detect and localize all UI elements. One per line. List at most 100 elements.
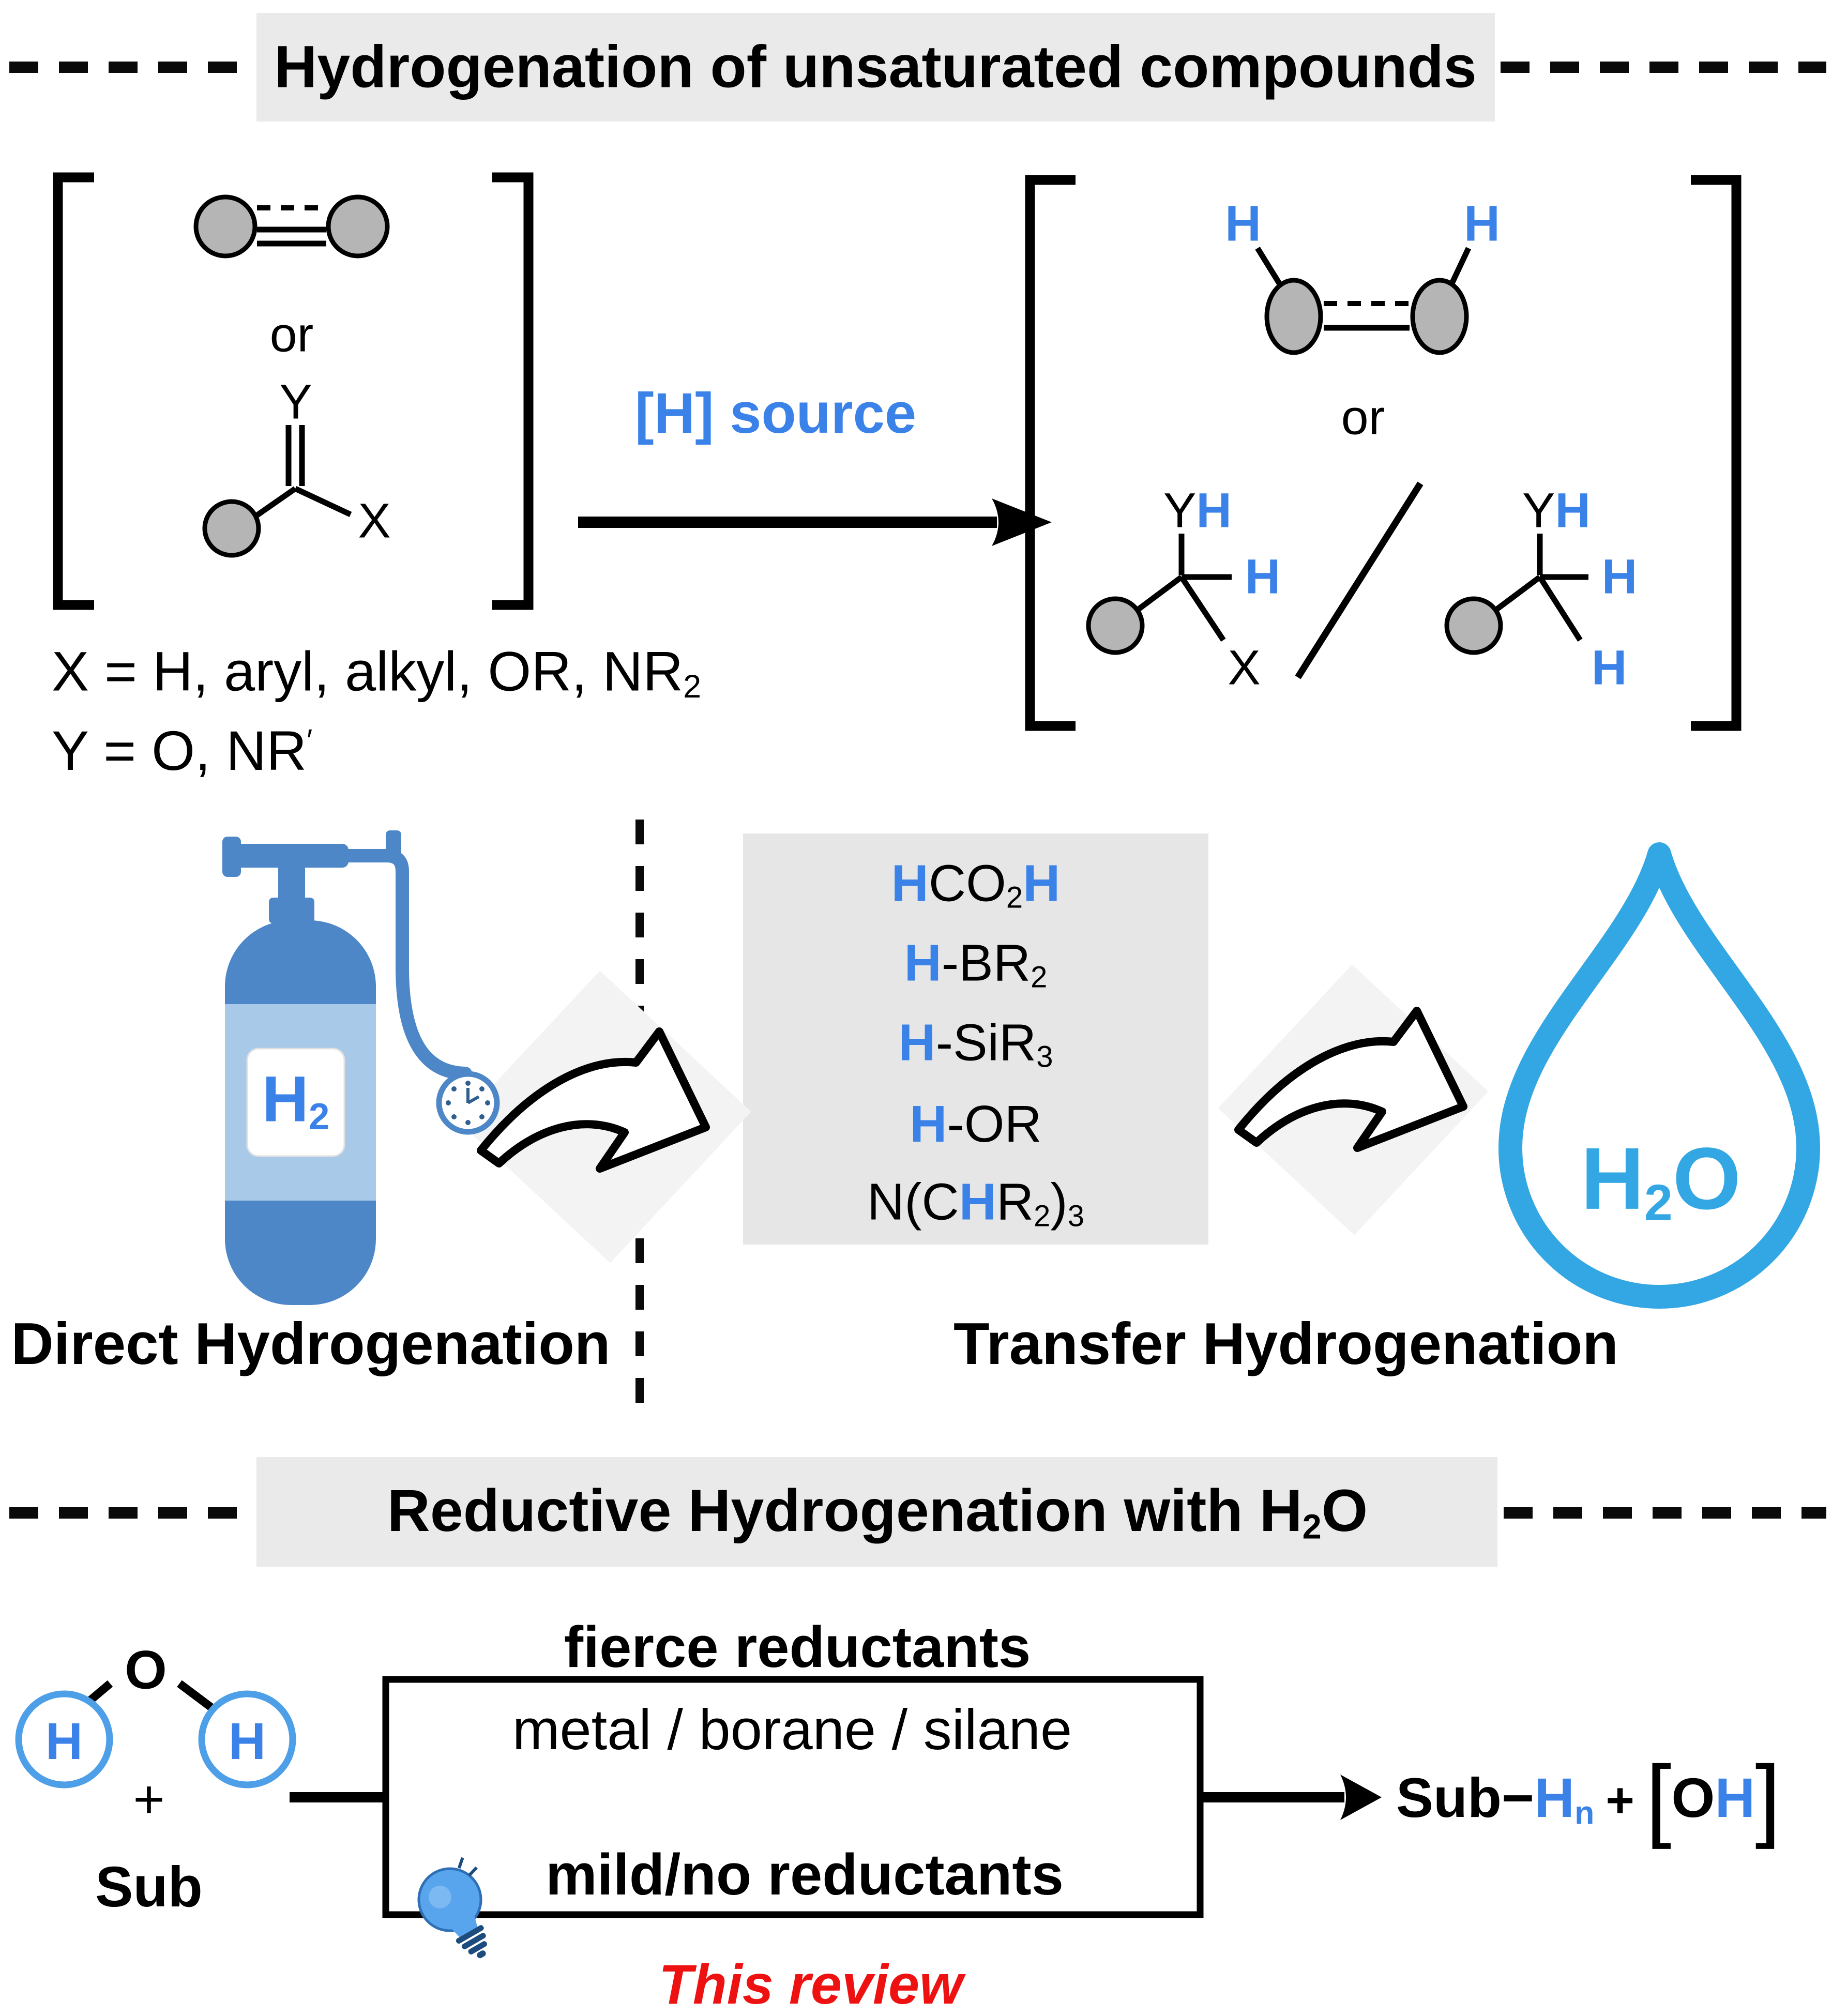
product-h-label: H xyxy=(1591,640,1627,695)
product-bracket-right xyxy=(1691,175,1742,731)
silane-sub: 3 xyxy=(1036,1040,1053,1074)
product-alkane-structure xyxy=(1255,247,1471,355)
hydride-source-silane: H-SiR3 xyxy=(899,1017,1053,1072)
x-substituents-text: X = H, aryl, alkyl, OR, NR xyxy=(52,640,684,703)
hydride-source-formic: HCO2H xyxy=(891,858,1061,913)
mild-no-reductants-label: mild/no reductants xyxy=(546,1842,1064,1907)
cylinder-h2-label: H2 xyxy=(262,1067,330,1135)
y-atom-label: Y xyxy=(1163,483,1197,538)
eq-rbracket: ] xyxy=(1755,1746,1781,1850)
reactant-bracket-left xyxy=(53,172,94,610)
metal-borane-silane-label: metal / borane / silane xyxy=(512,1698,1072,1762)
bottom-title-sub: 2 xyxy=(1302,1508,1322,1547)
product-h-label: H xyxy=(1245,549,1281,604)
fierce-reductants-label: fierce reductants xyxy=(564,1615,1031,1679)
eq-sub: Sub xyxy=(1396,1766,1502,1829)
h-atom-circle xyxy=(198,1690,296,1788)
drop-sub: 2 xyxy=(1644,1174,1673,1231)
eq-h: H xyxy=(1534,1766,1575,1829)
lightbulb-icon xyxy=(417,1857,487,1959)
x-substituents-sub: 2 xyxy=(683,669,702,705)
alcohol-body: -OR xyxy=(947,1095,1042,1153)
cylinder-h: H xyxy=(262,1063,309,1135)
x-substituents-line: X = H, aryl, alkyl, OR, NR2 xyxy=(52,643,701,703)
pressure-gauge-icon xyxy=(436,1071,500,1135)
direct-hydrogenation-label: Direct Hydrogenation xyxy=(11,1311,611,1377)
y-substituents-line: Y = O, NR′ xyxy=(52,723,312,779)
sphere-icon xyxy=(326,194,390,259)
h-source-label: [H] source xyxy=(635,382,916,445)
water-h-label: H xyxy=(228,1712,266,1770)
y-substituents-prime: ′ xyxy=(307,723,313,758)
this-review-label: This review xyxy=(658,1953,963,2015)
amine-c: ) xyxy=(1050,1173,1068,1231)
substrate-label: Sub xyxy=(95,1855,203,1919)
product-structure-with-x xyxy=(1086,534,1232,655)
product-structure-with-h xyxy=(1444,534,1588,655)
reactant-bracket-right xyxy=(492,172,534,610)
product-h-label: H xyxy=(1601,549,1638,604)
eq-h-oh: H xyxy=(1715,1766,1755,1829)
sphere-icon xyxy=(1410,278,1469,355)
silane-body: -SiR xyxy=(935,1013,1037,1072)
water-h-label: H xyxy=(45,1712,83,1770)
formic-h2: H xyxy=(1023,854,1061,913)
reactant-alkene-structure xyxy=(193,194,390,259)
yh-group-label: YH xyxy=(1522,486,1591,536)
or-label-reactants: or xyxy=(269,307,314,362)
curved-arrow-icon xyxy=(1234,1007,1467,1152)
reaction-arrow xyxy=(578,498,1052,546)
drop-h2o-label: H2O xyxy=(1581,1135,1741,1228)
drop-o: O xyxy=(1672,1129,1741,1228)
y-atom-label: Y xyxy=(1522,483,1555,538)
x-atom-label: X xyxy=(1228,640,1261,695)
product-h-label: H xyxy=(1463,195,1501,252)
hydride-source-alcohol: H-OR xyxy=(910,1098,1042,1150)
bottom-title-panel xyxy=(256,1457,1497,1567)
hydride-source-amine: N(CHR2)3 xyxy=(867,1176,1084,1232)
sphere-icon xyxy=(202,499,261,558)
eq-o: O xyxy=(1671,1766,1715,1829)
borane-sub: 2 xyxy=(1031,960,1048,994)
product-equation: Sub−Hn+[OH] xyxy=(1396,1752,1781,1844)
y-substituents-text: Y = O, NR xyxy=(52,719,307,782)
hydride-sources-panel xyxy=(743,833,1208,1245)
bottom-title-text: Reductive Hydrogenation with H xyxy=(387,1477,1303,1544)
water-molecule-structure xyxy=(15,1680,296,1788)
x-atom-label: X xyxy=(358,493,391,549)
borane-body: -BR xyxy=(941,934,1031,992)
reductants-box xyxy=(382,1676,1204,1918)
transfer-hydrogenation-label: Transfer Hydrogenation xyxy=(953,1311,1618,1377)
y-atom-label: Y xyxy=(279,374,312,430)
eq-n: n xyxy=(1574,1795,1595,1831)
cylinder-label-plate xyxy=(246,1048,345,1157)
plus-sign: + xyxy=(133,1769,165,1830)
silane-h: H xyxy=(898,1013,936,1072)
amine-sub2: 3 xyxy=(1067,1199,1085,1233)
borane-h: H xyxy=(904,934,942,992)
slash-divider xyxy=(1295,481,1424,679)
sphere-icon xyxy=(1444,596,1503,655)
product-bracket-left xyxy=(1025,175,1076,731)
output-arrow xyxy=(1200,1775,1382,1820)
eq-plus: + xyxy=(1606,1772,1634,1828)
sphere-icon xyxy=(1264,278,1323,355)
water-drop-icon xyxy=(1498,842,1820,1309)
h-atom-label: H xyxy=(1196,483,1232,538)
h2-cylinder-icon xyxy=(222,830,472,1305)
formic-h1: H xyxy=(891,854,929,913)
water-o-label: O xyxy=(125,1640,167,1701)
or-label-products: or xyxy=(1341,390,1385,445)
eq-minus: − xyxy=(1501,1766,1535,1829)
drop-h: H xyxy=(1581,1129,1644,1228)
bottom-title-end: O xyxy=(1321,1477,1368,1544)
formic-body: CO xyxy=(928,854,1006,913)
product-h-label: H xyxy=(1224,195,1262,252)
reactant-carbonyl-structure xyxy=(202,425,352,558)
bottom-section-title: Reductive Hydrogenation with H2O xyxy=(387,1481,1368,1544)
amine-h: H xyxy=(959,1173,996,1231)
yh-group-label: YH xyxy=(1163,486,1232,536)
cylinder-sub: 2 xyxy=(308,1096,330,1138)
top-section-title: Hydrogenation of unsaturated compounds xyxy=(274,34,1477,100)
